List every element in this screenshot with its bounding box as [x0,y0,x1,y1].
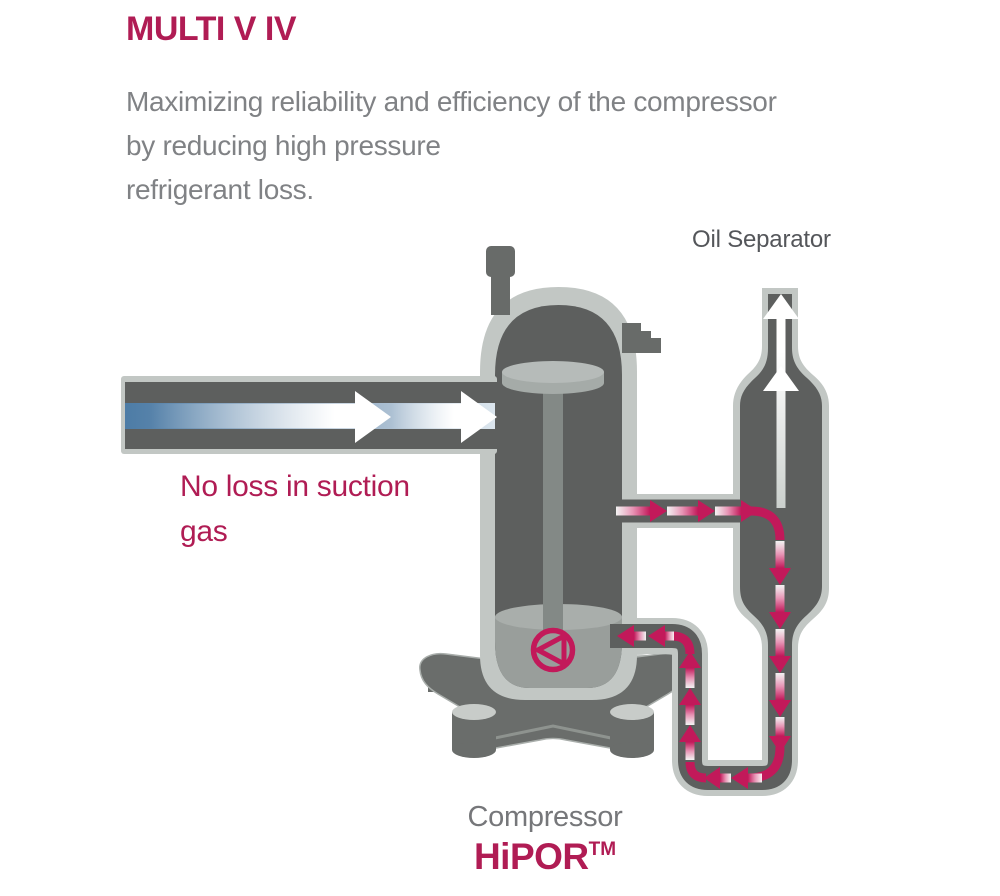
vessel-side-fitting [622,323,661,353]
diagram-caption: Compressor HiPORTM [375,801,715,878]
oil-separator-label: Oil Separator [692,226,831,253]
suction-gas-label-line: gas [180,515,228,548]
trademark-superscript: TM [588,839,617,860]
vessel-top-cap [486,246,515,315]
flow-arrow-down-icon [769,717,791,753]
suction-flow-arrow-icon [391,391,497,443]
motor-disc [502,361,604,394]
suction-gas-label-line: No loss in suction [180,470,410,503]
flow-corner [750,506,785,541]
suction-gas-label: No loss in suction gas [180,464,410,554]
base-foot-front-right [610,704,654,758]
flow-corner [671,631,695,655]
page-title: MULTI V IV [126,10,297,48]
flow-arrow-right-icon [715,500,758,522]
oil-flow-arrows [616,500,791,789]
gas-out-arrow-icon [763,294,799,508]
compressor-vessel [480,246,661,700]
flow-arrow-up-icon [679,725,701,760]
flow-arrow-down-icon [769,629,791,673]
flow-arrow-right-icon [616,500,667,522]
flow-corner [685,761,707,783]
suction-pipe [121,376,502,454]
flow-arrow-left-icon [617,625,646,647]
flow-arrow-down-icon [769,673,791,717]
flow-arrow-up-icon [679,651,701,688]
suction-flow-arrow-icon [150,391,391,443]
flow-arrow-up-icon [679,688,701,725]
description-line: refrigerant loss. [126,174,314,205]
flow-arrow-down-icon [769,585,791,629]
flow-arrow-left-icon [704,767,731,789]
pump-icon [530,627,576,673]
description-line: Maximizing reliability and efficiency of… [126,86,777,117]
flow-arrow-right-icon [667,500,715,522]
page-description: Maximizing reliability and efficiency of… [126,80,886,212]
motor-shaft [543,378,563,632]
compressor-label: Compressor [467,801,623,833]
flow-arrow-down-icon [769,541,791,585]
description-line: by reducing high pressure [126,130,441,161]
hipor-label: HiPORTM [473,836,617,877]
base-foot-front-left [452,704,496,758]
flow-arrow-left-icon [648,625,674,647]
flow-arrow-left-icon [731,767,762,789]
